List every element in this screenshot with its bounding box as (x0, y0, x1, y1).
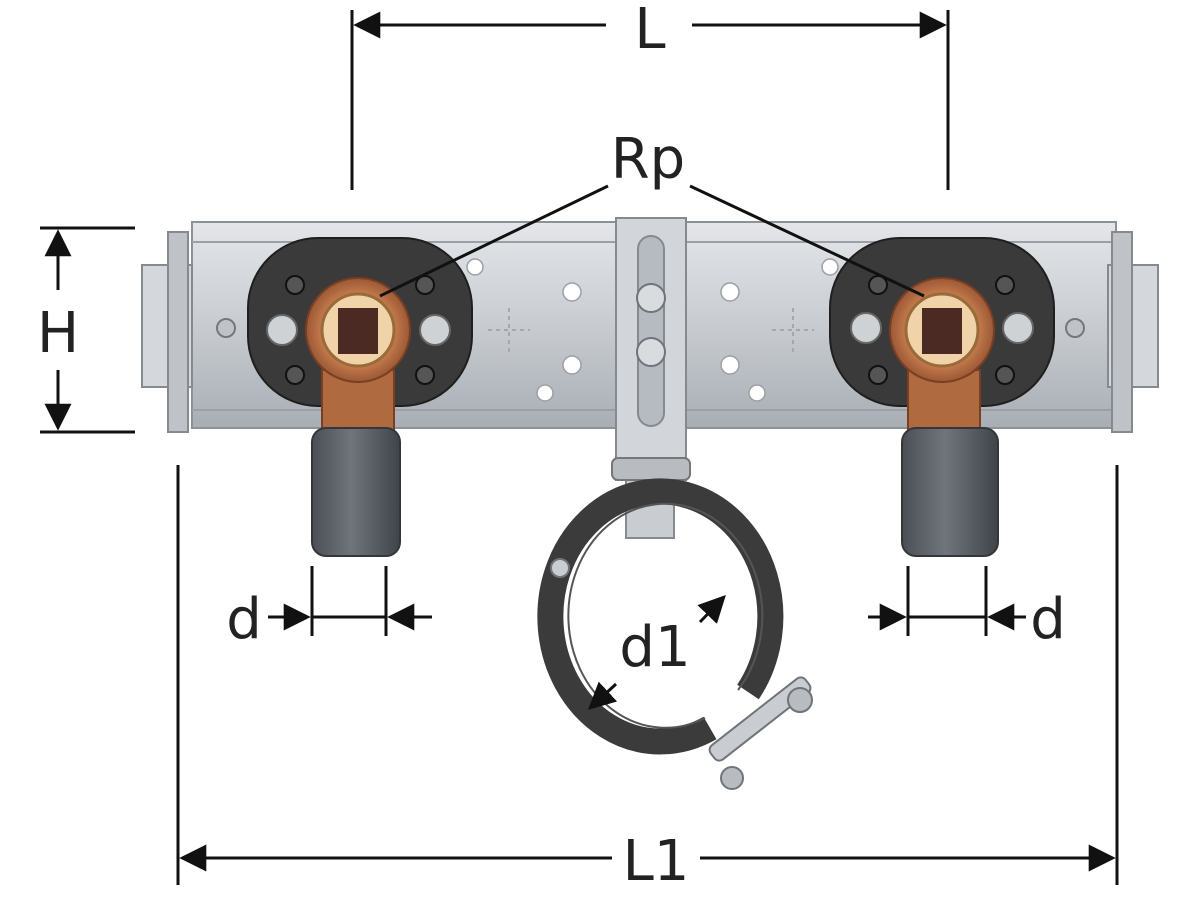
bracket-holes (466, 258, 839, 402)
pipe-clamp (537, 478, 813, 790)
label-d-right: d (1030, 587, 1066, 652)
right-plate-screw (850, 312, 882, 344)
right-elbow-bore (922, 308, 962, 354)
center-strap-screw-lower (636, 337, 666, 367)
dimension-d-left (268, 566, 432, 636)
left-plate-screw (419, 314, 451, 346)
dimension-line-d1-lower (588, 681, 618, 710)
pipe-clamp-ring (537, 478, 784, 755)
label-d-left: d (226, 587, 262, 652)
right-plate-bolt (995, 275, 1015, 295)
left-plate-bolt (415, 365, 435, 385)
left-plate-bolt (285, 275, 305, 295)
right-end-screw (1065, 318, 1085, 338)
center-strap-screw-upper (636, 283, 666, 313)
left-end-clip-fold (167, 231, 189, 433)
bracket-cross-marks (488, 308, 814, 352)
pipe-clamp-top-ear (550, 558, 570, 578)
right-plate-screw (1002, 312, 1034, 344)
dimension-d-right (868, 566, 1026, 636)
center-strap-slot (637, 235, 665, 427)
left-fitting (247, 237, 473, 557)
dimension-line-d1-upper (697, 595, 726, 624)
label-rp: Rp (611, 127, 685, 192)
left-elbow-bore (338, 308, 378, 354)
right-plate-bolt (995, 365, 1015, 385)
rp-leaders (379, 184, 925, 298)
label-d1: d1 (619, 615, 690, 680)
dimension-l1 (176, 465, 1119, 885)
left-plate-screw (266, 314, 298, 346)
rp-leader-left (379, 184, 609, 298)
label-h: H (37, 301, 79, 366)
right-fitting (829, 237, 1055, 557)
rp-leader-right (689, 184, 925, 298)
right-plate-bolt (868, 365, 888, 385)
center-strap-nut (611, 457, 691, 481)
left-plate-bolt (285, 365, 305, 385)
left-press-sleeve (311, 427, 401, 557)
pipe-clamp-nut (787, 687, 813, 713)
dimension-h (40, 226, 135, 434)
left-plate-bolt (415, 275, 435, 295)
label-l: L (634, 0, 665, 62)
pipe-clamp-ring-inner-edge (567, 502, 764, 729)
left-end-screw (216, 318, 236, 338)
dimension-d1 (588, 595, 726, 710)
pipe-clamp-bolt (708, 676, 812, 762)
right-press-sleeve (901, 427, 999, 557)
pipe-clamp-nut (720, 766, 744, 790)
label-l1: L1 (623, 829, 690, 894)
right-end-clip-fold (1111, 231, 1133, 433)
dimension-l (350, 10, 950, 190)
